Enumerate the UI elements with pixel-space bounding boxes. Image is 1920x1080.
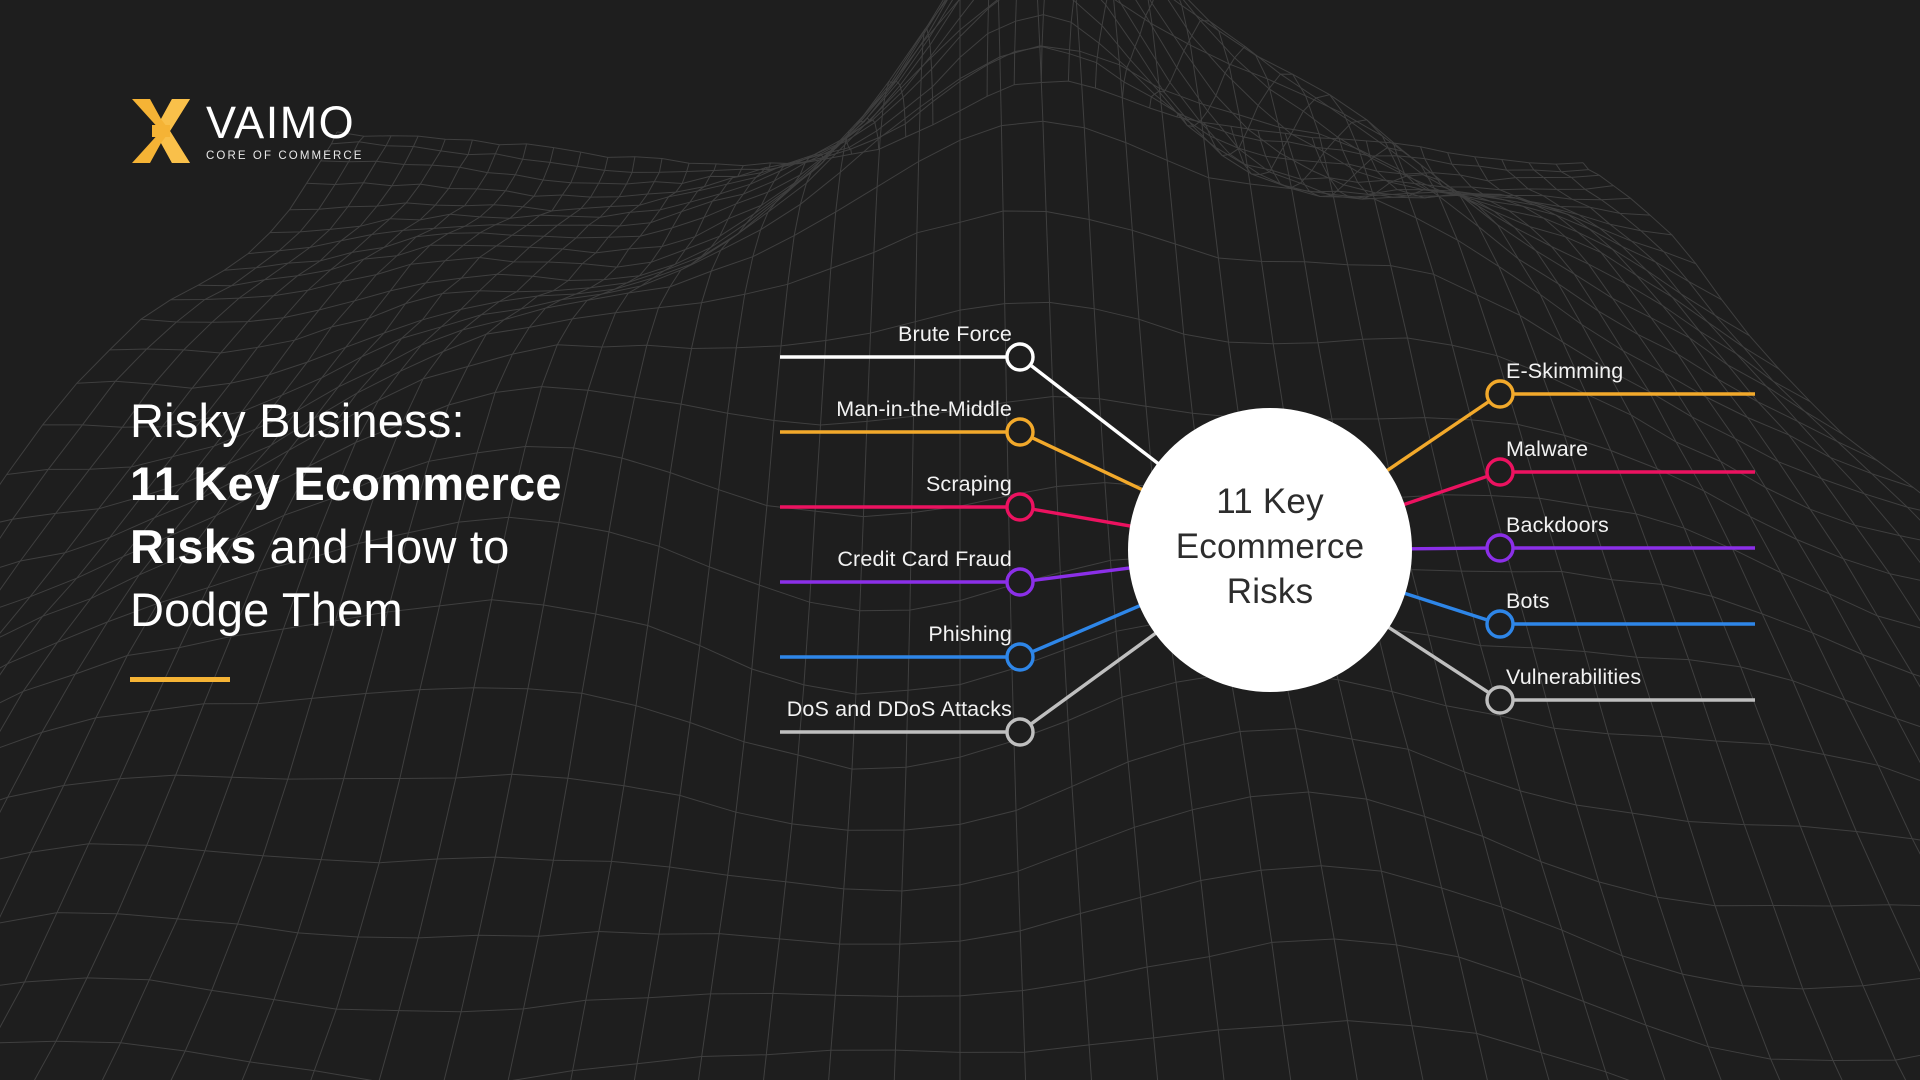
branch-label-left-0: Brute Force xyxy=(898,322,1012,346)
page-title: Risky Business: 11 Key Ecommerce Risks a… xyxy=(130,390,770,642)
branch-label-right-1: Malware xyxy=(1506,437,1589,461)
headline-line-1: Risky Business: xyxy=(130,394,465,447)
vaimo-x-mark-icon xyxy=(132,99,190,163)
branch-label-right-2: Backdoors xyxy=(1506,513,1609,537)
branch-label-right-3: Bots xyxy=(1506,589,1550,613)
branch-label-left-4: Phishing xyxy=(928,622,1012,646)
headline-line-4: Dodge Them xyxy=(130,582,403,636)
brand-logo: VAIMO CORE OF COMMERCE xyxy=(130,95,364,167)
mindmap-node-right-1[interactable] xyxy=(1485,457,1515,487)
brand-tagline: CORE OF COMMERCE xyxy=(206,150,364,162)
mindmap-node-right-0[interactable] xyxy=(1485,379,1515,409)
branch-label-left-3: Credit Card Fraud xyxy=(837,547,1012,571)
title-accent-bar xyxy=(130,677,230,682)
mindmap-node-left-5[interactable] xyxy=(1005,717,1035,747)
mindmap-node-left-0[interactable] xyxy=(1005,342,1035,372)
mindmap-node-left-3[interactable] xyxy=(1005,567,1035,597)
branch-label-left-2: Scraping xyxy=(925,472,1012,496)
branch-label-right-0: E-Skimming xyxy=(1506,359,1624,383)
mindmap-node-left-4[interactable] xyxy=(1005,642,1035,672)
headline-line-3-rest: and How to xyxy=(256,519,510,573)
headline-line-2: 11 Key Ecommerce xyxy=(130,456,562,510)
headline-line-3-bold: Risks xyxy=(130,519,257,573)
mindmap-node-left-1[interactable] xyxy=(1005,417,1035,447)
branch-label-left-1: Man-in-the-Middle xyxy=(836,397,1012,421)
mindmap-node-right-3[interactable] xyxy=(1485,609,1515,639)
brand-name: VAIMO xyxy=(206,97,356,148)
branch-label-right-4: Vulnerabilities xyxy=(1506,665,1642,689)
mindmap-node-left-2[interactable] xyxy=(1005,492,1035,522)
hub-circle xyxy=(1128,408,1412,692)
mindmap-node-right-4[interactable] xyxy=(1485,685,1515,715)
mindmap-node-right-2[interactable] xyxy=(1485,533,1515,563)
branch-label-left-5: DoS and DDoS Attacks xyxy=(786,697,1012,721)
